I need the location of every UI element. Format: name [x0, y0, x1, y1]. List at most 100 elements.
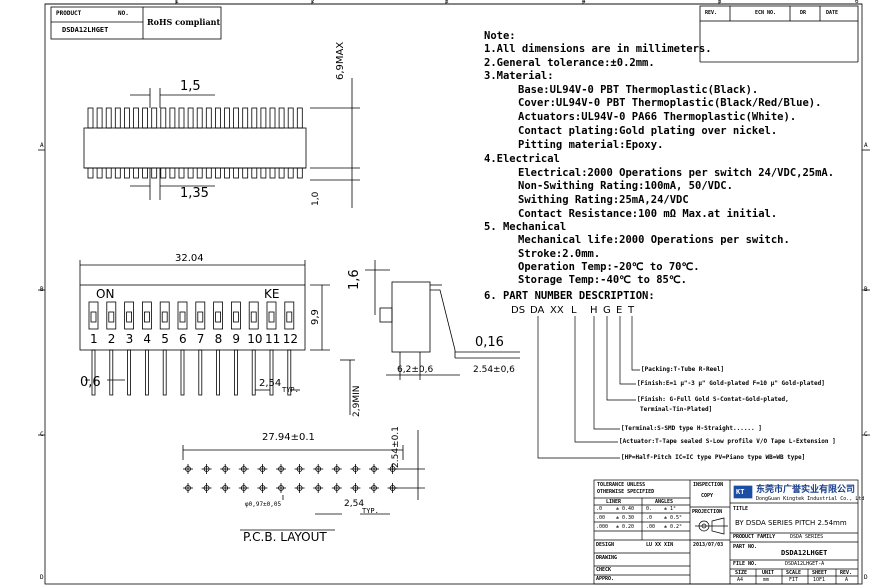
- top-pin-bottom: [233, 167, 240, 179]
- top-pin-bottom: [196, 167, 203, 179]
- top-pin: [151, 107, 158, 129]
- switch-slider: [197, 311, 204, 323]
- front-pin: [269, 349, 274, 396]
- note-line: 2.General tolerance:±0.2mm.: [484, 57, 655, 69]
- side-view: [365, 260, 520, 380]
- switch-actuator: [106, 301, 117, 330]
- tb-projection-label: PROJECTION: [692, 509, 723, 515]
- top-pin-bottom: [242, 167, 249, 179]
- tb-family-value: DSDA SERIES: [790, 534, 824, 540]
- dim-pitch-mid: 1,35: [180, 186, 209, 201]
- pn-code-l: L: [571, 305, 577, 316]
- tb-size-label: SIZE: [735, 570, 748, 576]
- tb-design-date: 2013/07/03: [693, 542, 724, 548]
- dim-lead: 0,16: [475, 335, 504, 350]
- tb-design-label: DESIGN: [596, 542, 615, 548]
- top-pin: [278, 107, 285, 129]
- switch-number: 1: [90, 332, 98, 346]
- column-marker: 1: [175, 0, 179, 5]
- top-pin: [87, 107, 94, 129]
- switch-number: 7: [196, 332, 205, 346]
- rohs-label: RoHS compliant: [147, 17, 221, 27]
- tolerance-cell: .00: [596, 515, 606, 521]
- tb-part-value: DSDA12LHGET: [781, 549, 828, 557]
- top-pin-bottom: [269, 167, 276, 179]
- pn-desc: [Terminal:S-SMD type H-Straight...... ]: [621, 425, 762, 432]
- column-marker: 4: [582, 0, 586, 5]
- top-pin: [287, 107, 294, 129]
- switch-actuator: [248, 301, 259, 330]
- tb-family-label: PRODUCT FAMILY: [733, 534, 776, 540]
- top-pin-bottom: [151, 167, 158, 179]
- drawing-frame: [38, 0, 870, 585]
- tb-unit-label: UNIT: [762, 570, 775, 576]
- switch-slider: [268, 311, 275, 323]
- top-pin: [196, 107, 203, 129]
- tb-sheet-value: 1OF1: [813, 577, 826, 583]
- dim-pin-width: 0,6: [80, 375, 101, 390]
- tb-inspection-value: COPY: [701, 493, 714, 499]
- switch-slider: [90, 311, 97, 323]
- dim-height-max: 6,9MAX: [335, 41, 346, 80]
- tb-scale-value: FIT: [789, 577, 799, 583]
- dim-width: 6,2±0,6: [397, 365, 434, 375]
- switch-slider: [161, 311, 168, 323]
- dim-pcb-pitch: 2,54: [344, 499, 365, 509]
- row-marker: A: [40, 142, 44, 149]
- switch-actuator: [159, 301, 170, 330]
- note-line: 5. Mechanical: [484, 221, 567, 233]
- note-line: Storage Temp:-40℃ to 85℃.: [518, 274, 687, 286]
- row-marker: C: [40, 431, 44, 438]
- pn-code-e: E: [616, 305, 623, 316]
- dim-pcb-width: 27.94±0.1: [262, 432, 315, 443]
- tolerance-cell: ± 0.20: [616, 524, 635, 530]
- front-pin: [233, 349, 238, 396]
- front-view: [79, 260, 355, 415]
- front-pin: [109, 349, 114, 396]
- switch-slider: [179, 311, 186, 323]
- top-pin-bottom: [187, 167, 194, 179]
- switch-number: 4: [143, 332, 152, 346]
- switch-actuator: [230, 301, 241, 330]
- top-pin-bottom: [278, 167, 285, 179]
- company-name-en: DongGuan Kingtek Industrial Co., Ltd: [756, 496, 865, 502]
- dim-pitch-typ: 2,54: [259, 378, 282, 389]
- top-pin: [114, 107, 121, 129]
- note-line: Stroke:2.0mm.: [518, 248, 601, 260]
- dim-hole: φ0,97±0,05: [245, 501, 282, 508]
- ecn-header: ECN NO.: [755, 10, 777, 16]
- switch-slider: [250, 311, 257, 323]
- tb-rev-value: A: [845, 577, 849, 583]
- note-line: 3.Material:: [484, 70, 554, 82]
- switch-number: 2: [107, 332, 116, 346]
- dr-header: DR: [800, 10, 807, 16]
- top-pin-bottom: [142, 167, 149, 179]
- note-line: Pitting material:Epoxy.: [518, 139, 664, 151]
- top-pin: [260, 107, 267, 129]
- column-marker: 3: [445, 0, 449, 5]
- switch-on-label: ON: [96, 287, 115, 301]
- top-pin-bottom: [296, 167, 303, 179]
- top-pin: [269, 107, 276, 129]
- tb-file-value: DSDA12LHGET-A: [785, 561, 825, 567]
- top-pin-bottom: [133, 167, 139, 179]
- tb-file-label: FILE NO.: [733, 561, 758, 567]
- column-marker: 6: [855, 0, 859, 5]
- switch-number: 12: [282, 332, 299, 346]
- tb-linear: LINER: [606, 499, 622, 505]
- tb-size-value: A4: [737, 577, 744, 583]
- note-line: Actuators:UL94V-0 PA66 Thermoplastic(Whi…: [518, 111, 797, 123]
- top-pin-bottom: [169, 167, 176, 179]
- dim-body-height: 9,9: [310, 309, 321, 325]
- tb-part-label: PART NO.: [733, 544, 758, 550]
- header-part-no: DSDA12LHGET: [62, 26, 109, 34]
- pn-desc: [Finish: G-Full Gold S-Contat-Gold-plate…: [637, 396, 789, 403]
- row-marker: C: [864, 431, 868, 438]
- tolerance-cell: ± 0.5°: [664, 515, 683, 521]
- top-pin-bottom: [251, 167, 258, 179]
- top-view: [83, 78, 360, 208]
- switch-actuator: [177, 301, 188, 330]
- top-pin-bottom: [114, 167, 121, 179]
- note-line: 4.Electrical: [484, 153, 560, 165]
- top-pin: [233, 107, 240, 129]
